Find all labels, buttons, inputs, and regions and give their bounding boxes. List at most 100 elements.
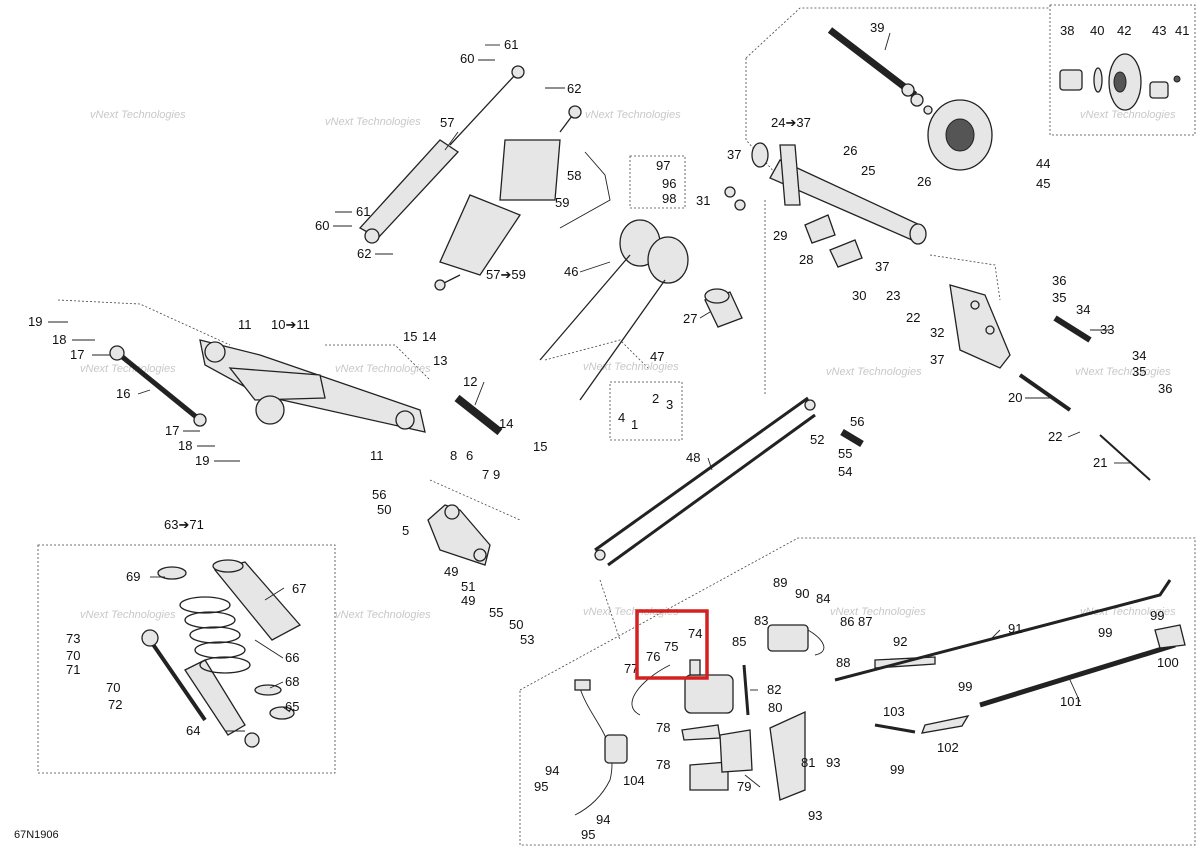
callout-32: 32 xyxy=(930,325,944,340)
block-100 xyxy=(1154,624,1186,649)
callout-17b: 17 xyxy=(165,423,179,438)
rear-bracket-32 xyxy=(949,284,1011,369)
strip-103 xyxy=(874,723,916,734)
front-arm-25 xyxy=(751,142,927,245)
callout-82: 82 xyxy=(767,682,781,697)
callout-77: 77 xyxy=(624,661,638,676)
callout-20: 20 xyxy=(1008,390,1022,405)
callout-91: 91 xyxy=(1008,621,1022,636)
callout-1: 1 xyxy=(631,417,638,432)
svg-text:vNext Technologies: vNext Technologies xyxy=(1080,109,1176,121)
rail-91 xyxy=(834,579,1172,682)
svg-text:vNext Technologies: vNext Technologies xyxy=(1075,366,1171,378)
callout-44: 44 xyxy=(1036,156,1050,171)
callout-29: 29 xyxy=(773,228,787,243)
callout-18b: 18 xyxy=(178,438,192,453)
callout-26b: 26 xyxy=(917,174,931,189)
bolt-21 xyxy=(1099,434,1151,481)
callout-99c: 99 xyxy=(958,679,972,694)
block-29 xyxy=(804,214,836,244)
callout-81: 81 xyxy=(801,755,815,770)
svg-text:vNext Technologies: vNext Technologies xyxy=(80,363,176,375)
callout-101: 101 xyxy=(1060,694,1082,709)
callout-69: 69 xyxy=(126,569,140,584)
callout-16: 16 xyxy=(116,386,130,401)
callout-68: 68 xyxy=(285,674,299,689)
callout-40: 40 xyxy=(1090,23,1104,38)
callout-80: 80 xyxy=(768,700,782,715)
callout-64: 64 xyxy=(186,723,200,738)
leader-lines xyxy=(48,32,1130,788)
callout-55b: 55 xyxy=(489,605,503,620)
housing-79 xyxy=(719,729,753,773)
bracket-78b xyxy=(689,761,729,791)
callout-87: 87 xyxy=(858,614,872,629)
callout-57: 57 xyxy=(440,115,454,130)
shock-kit-64 xyxy=(141,629,260,748)
callout-10-11: 10➔11 xyxy=(271,317,310,332)
electronics-region xyxy=(519,537,1196,846)
callout-30: 30 xyxy=(852,288,866,303)
callout-65: 65 xyxy=(285,699,299,714)
callout-37c: 37 xyxy=(930,352,944,367)
callout-41: 41 xyxy=(1175,23,1189,38)
callout-46: 46 xyxy=(564,264,578,279)
svg-text:vNext Technologies: vNext Technologies xyxy=(80,609,176,621)
callout-labels: 61 60 62 57 58 59 61 60 62 57➔59 97 96 9… xyxy=(28,20,1189,842)
callout-60a: 60 xyxy=(460,51,474,66)
callout-35a: 35 xyxy=(1052,290,1066,305)
callout-24-37: 24➔37 xyxy=(771,115,811,130)
shock-57 xyxy=(358,65,525,244)
callout-9: 9 xyxy=(493,467,500,482)
callout-22b: 22 xyxy=(1048,429,1062,444)
callout-103: 103 xyxy=(883,704,905,719)
callout-94a: 94 xyxy=(545,763,559,778)
callout-42: 42 xyxy=(1117,23,1131,38)
callout-33: 33 xyxy=(1100,322,1114,337)
callout-53: 53 xyxy=(520,632,534,647)
torsion-spring-46 xyxy=(539,219,689,401)
callout-99d: 99 xyxy=(890,762,904,777)
callout-95a: 95 xyxy=(534,779,548,794)
callout-84: 84 xyxy=(816,591,830,606)
callout-99b: 99 xyxy=(1098,625,1112,640)
link-48 xyxy=(594,396,816,567)
shaft-12 xyxy=(454,394,503,436)
callout-3: 3 xyxy=(666,397,673,412)
callout-74: 74 xyxy=(688,626,702,641)
idler-wheel xyxy=(927,99,993,171)
callout-50a: 50 xyxy=(377,502,391,517)
figure-code: 67N1906 xyxy=(14,829,59,841)
callout-21: 21 xyxy=(1093,455,1107,470)
svg-text:vNext Technologies: vNext Technologies xyxy=(90,109,186,121)
bump-stop-67 xyxy=(212,559,302,641)
bracket-78a xyxy=(681,724,721,741)
rod-16 xyxy=(109,345,207,427)
highlight-box xyxy=(635,609,709,680)
wheel-kit-38-43 xyxy=(1059,53,1181,111)
callout-93b: 93 xyxy=(808,808,822,823)
callout-8: 8 xyxy=(450,448,457,463)
callout-83: 83 xyxy=(754,613,768,628)
callout-70a: 70 xyxy=(66,648,80,663)
callout-99a: 99 xyxy=(1150,608,1164,623)
callout-86: 86 xyxy=(840,614,854,629)
callout-59: 59 xyxy=(555,195,569,210)
callout-70b: 70 xyxy=(106,680,120,695)
callout-78b: 78 xyxy=(656,757,670,772)
callout-57-59: 57➔59 xyxy=(486,267,526,282)
callout-63-71: 63➔71 xyxy=(164,517,204,532)
callout-95b: 95 xyxy=(581,827,595,842)
callout-11b: 11 xyxy=(370,448,384,463)
callout-38: 38 xyxy=(1060,23,1074,38)
callout-6: 6 xyxy=(466,448,473,463)
callout-5: 5 xyxy=(402,523,409,538)
callout-60b: 60 xyxy=(315,218,329,233)
module-83 xyxy=(767,624,809,652)
callout-45: 45 xyxy=(1036,176,1050,191)
callout-62a: 62 xyxy=(567,81,581,96)
callout-61b: 61 xyxy=(356,204,370,219)
svg-text:vNext Technologies: vNext Technologies xyxy=(585,109,681,121)
callout-100: 100 xyxy=(1157,655,1179,670)
callout-76: 76 xyxy=(646,649,660,664)
